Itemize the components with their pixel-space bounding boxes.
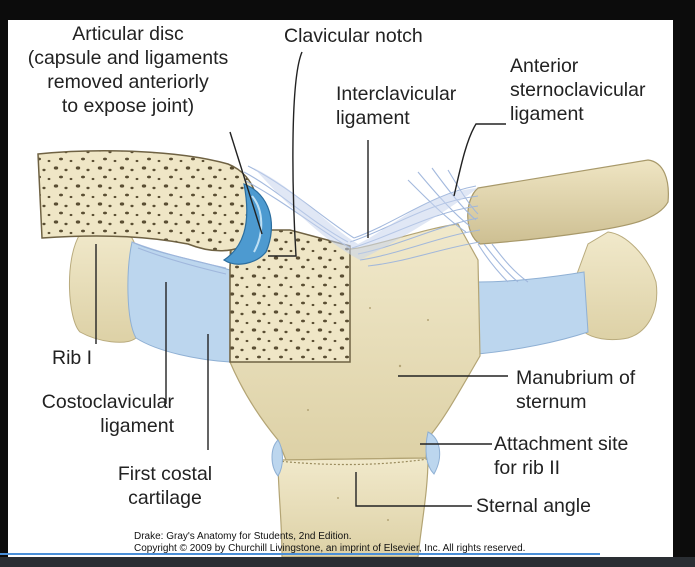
copyright-credit: Drake: Gray's Anatomy for Students, 2nd …: [134, 531, 525, 554]
label-interclavicular-ligament: Interclavicular ligament: [336, 82, 456, 130]
rib-i-right: [573, 231, 658, 341]
label-line: removed anteriorly: [47, 71, 209, 93]
label-line: Interclavicular: [336, 83, 457, 105]
bottom-strip: [0, 557, 695, 567]
label-manubrium-of-sternum: Manubrium of sternum: [516, 366, 635, 414]
leader-clavicular-notch: [268, 51, 303, 257]
label-line: sternum: [516, 391, 587, 413]
diagram-panel: Articular disc (capsule and ligaments re…: [8, 20, 673, 557]
label-line: Manubrium of: [516, 367, 636, 389]
label-rib-i: Rib I: [52, 347, 93, 369]
label-clavicular-notch: Clavicular notch: [284, 25, 423, 47]
label-line: for rib II: [494, 457, 561, 479]
rib-ii-attachment-left: [271, 439, 283, 477]
label-line: Costoclavicular: [41, 391, 174, 413]
label-line: sternoclavicular: [510, 79, 646, 101]
leader-articular-disc: [229, 131, 263, 235]
label-sternal-angle: Sternal angle: [476, 495, 591, 517]
label-line: ligament: [510, 103, 584, 125]
right-clavicle: [467, 159, 669, 245]
interclavicular-ligament-band: [254, 168, 478, 260]
label-line: (capsule and ligaments: [27, 47, 229, 69]
sternoclavicular-joint-illustration: [37, 51, 669, 557]
label-attachment-site-rib-ii: Attachment site for rib II: [494, 432, 628, 480]
label-line: Articular disc: [72, 23, 184, 45]
label-articular-disc: Articular disc (capsule and ligaments re…: [8, 22, 248, 118]
left-clavicle-cut: [37, 150, 259, 252]
articular-disc: [222, 183, 273, 265]
bottom-accent-line: [0, 553, 600, 555]
first-costal-cartilage-left: [127, 241, 231, 363]
credit-line: Drake: Gray's Anatomy for Students, 2nd …: [134, 531, 352, 542]
label-line: ligament: [100, 415, 174, 437]
rib-ii-attachment-right: [425, 431, 441, 475]
label-line: Anterior: [510, 55, 579, 77]
sternal-body: [277, 457, 429, 557]
credit-line: Copyright © 2009 by Churchill Livingston…: [134, 542, 526, 554]
label-first-costal-cartilage: First costal cartilage: [90, 462, 240, 510]
label-line: to expose joint): [61, 95, 195, 117]
label-line: Attachment site: [494, 433, 629, 455]
leader-lines: [95, 51, 508, 507]
leader-anterior-sternoclavicular: [453, 123, 506, 197]
label-line: cartilage: [128, 487, 202, 509]
leader-sternal-angle: [355, 472, 472, 507]
label-costoclavicular-ligament: Costoclavicular ligament: [8, 390, 174, 438]
first-costal-cartilage-right: [477, 271, 589, 355]
sternal-angle-line: [277, 458, 429, 466]
manubrium-cut-section: [229, 229, 351, 363]
surface-texture: [307, 307, 429, 521]
label-line: ligament: [336, 107, 410, 129]
label-anterior-sternoclavicular-ligament: Anterior sternoclavicular ligament: [510, 54, 645, 126]
label-line: First costal: [117, 463, 213, 485]
